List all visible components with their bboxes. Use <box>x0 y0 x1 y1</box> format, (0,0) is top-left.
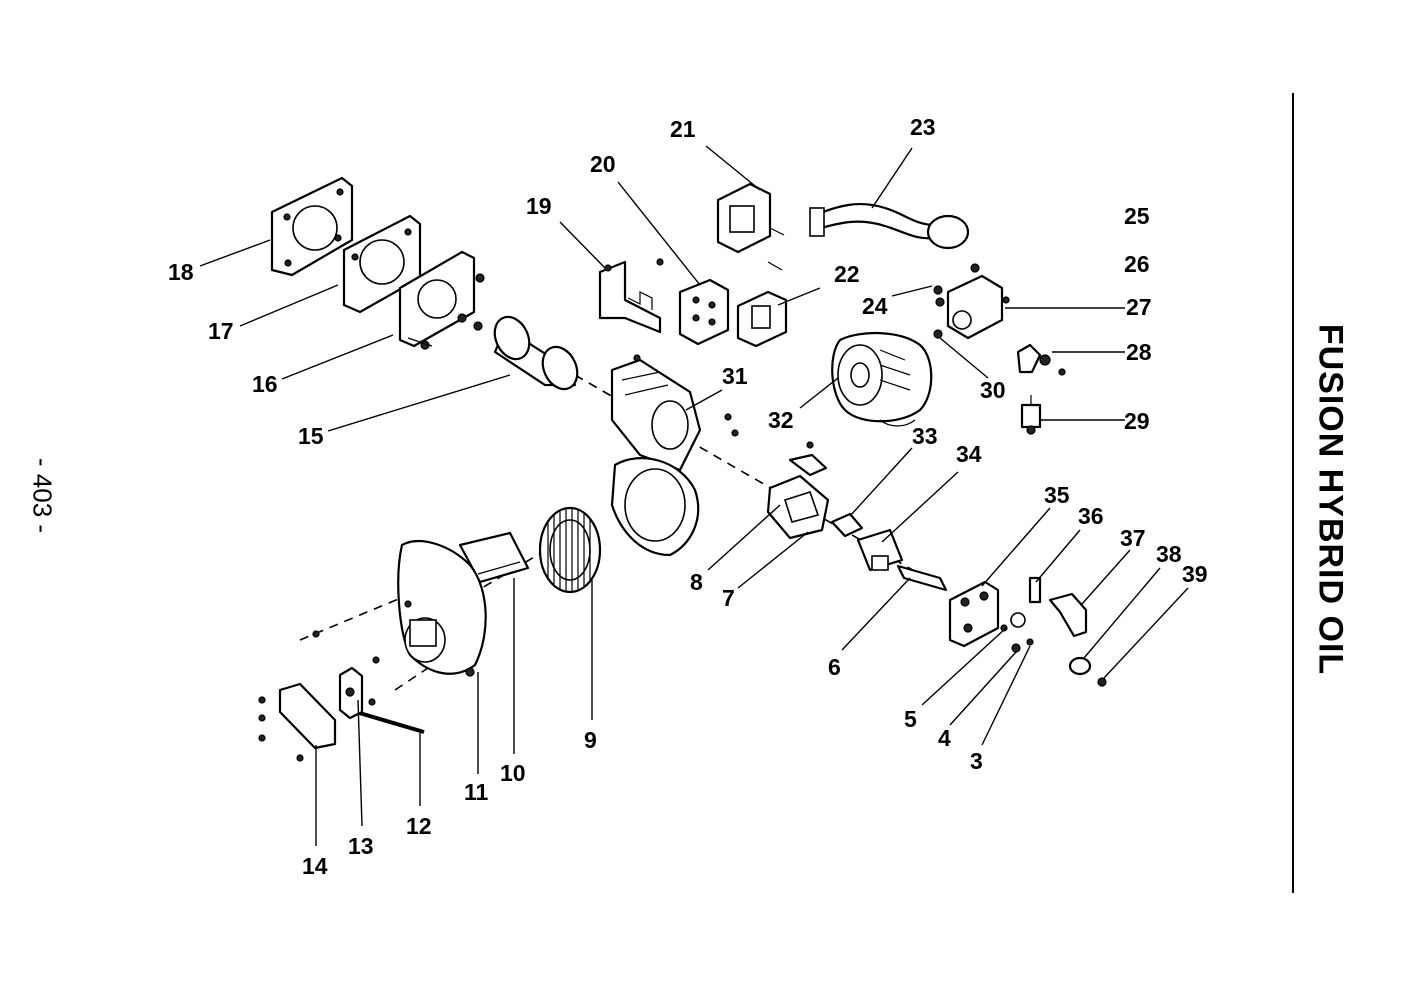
callout-13: 13 <box>348 833 374 859</box>
callout-26: 26 <box>1124 251 1150 277</box>
callout-34: 34 <box>956 441 982 467</box>
part-18-mounting-plate <box>270 176 354 277</box>
part-34-nozzle-holder <box>856 528 904 572</box>
callout-22: 22 <box>834 261 860 287</box>
callout-21: 21 <box>670 116 696 142</box>
part-22-cover-plate <box>736 290 788 348</box>
callout-31: 31 <box>722 363 748 389</box>
callout-5: 5 <box>904 706 917 732</box>
callout-3: 3 <box>970 748 983 774</box>
callout-24: 24 <box>862 293 888 319</box>
part-11-burner-body <box>397 540 487 677</box>
callout-11: 11 <box>464 779 489 805</box>
callout-35: 35 <box>1044 482 1070 508</box>
part-21-ignition-transformer <box>716 182 785 271</box>
callout-36: 36 <box>1078 503 1104 529</box>
callout-numbers: 18 17 16 15 19 20 21 22 23 24 25 26 27 2… <box>168 114 1208 879</box>
part-5-washer <box>1000 612 1026 632</box>
part-37-valve <box>1048 592 1088 638</box>
part-19-bracket <box>598 258 664 334</box>
callout-16: 16 <box>252 371 278 397</box>
callout-14: 14 <box>302 853 328 879</box>
vertical-divider <box>1292 93 1294 893</box>
callout-20: 20 <box>590 151 616 177</box>
callout-37: 37 <box>1120 525 1146 551</box>
callout-15: 15 <box>298 423 324 449</box>
callout-19: 19 <box>526 193 552 219</box>
callout-leader-lines <box>199 145 1189 846</box>
callout-25: 25 <box>1124 203 1150 229</box>
callout-39: 39 <box>1182 561 1208 587</box>
callout-33: 33 <box>912 423 938 449</box>
part-12-rod <box>355 710 425 734</box>
callout-7: 7 <box>722 585 735 611</box>
part-16-flange <box>398 250 485 350</box>
part-14-inspection-cover <box>258 630 337 762</box>
callout-10: 10 <box>500 760 526 786</box>
callout-8: 8 <box>690 569 703 595</box>
part-9-fan-wheel <box>538 506 602 594</box>
part-29-fitting <box>1020 395 1042 435</box>
part-28-nozzle-fitting <box>1016 343 1066 376</box>
callout-17: 17 <box>208 318 234 344</box>
part-23-photocell-lead <box>809 202 970 250</box>
callout-29: 29 <box>1124 408 1150 434</box>
part-4-nut <box>1011 643 1021 653</box>
part-13-cover <box>338 656 380 720</box>
part-air-casing <box>610 457 700 557</box>
part-6-oil-line <box>896 564 948 592</box>
part-20-terminal-block <box>678 278 730 346</box>
part-35-end-plate <box>948 580 1000 648</box>
callout-27: 27 <box>1126 294 1152 320</box>
part-8-diffuser <box>724 413 830 540</box>
part-7-retainer <box>788 453 828 477</box>
callout-32: 32 <box>768 407 794 433</box>
part-38-coil <box>1068 656 1092 676</box>
callout-28: 28 <box>1126 339 1152 365</box>
callout-30: 30 <box>980 377 1006 403</box>
callout-4: 4 <box>938 725 951 751</box>
callout-18: 18 <box>168 259 194 285</box>
part-32-motor <box>831 332 933 427</box>
part-3-screw <box>1026 638 1034 646</box>
callout-38: 38 <box>1156 541 1182 567</box>
part-31-burner-housing <box>610 354 702 472</box>
callout-23: 23 <box>910 114 936 140</box>
part-33-nozzle <box>830 512 864 538</box>
callout-12: 12 <box>406 813 432 839</box>
part-27-oil-pump <box>933 263 1010 340</box>
callout-9: 9 <box>584 727 597 753</box>
part-39-screw <box>1097 677 1107 687</box>
callout-6: 6 <box>828 654 841 680</box>
part-15-blast-tube <box>493 315 579 391</box>
part-36-clip <box>1028 576 1042 604</box>
